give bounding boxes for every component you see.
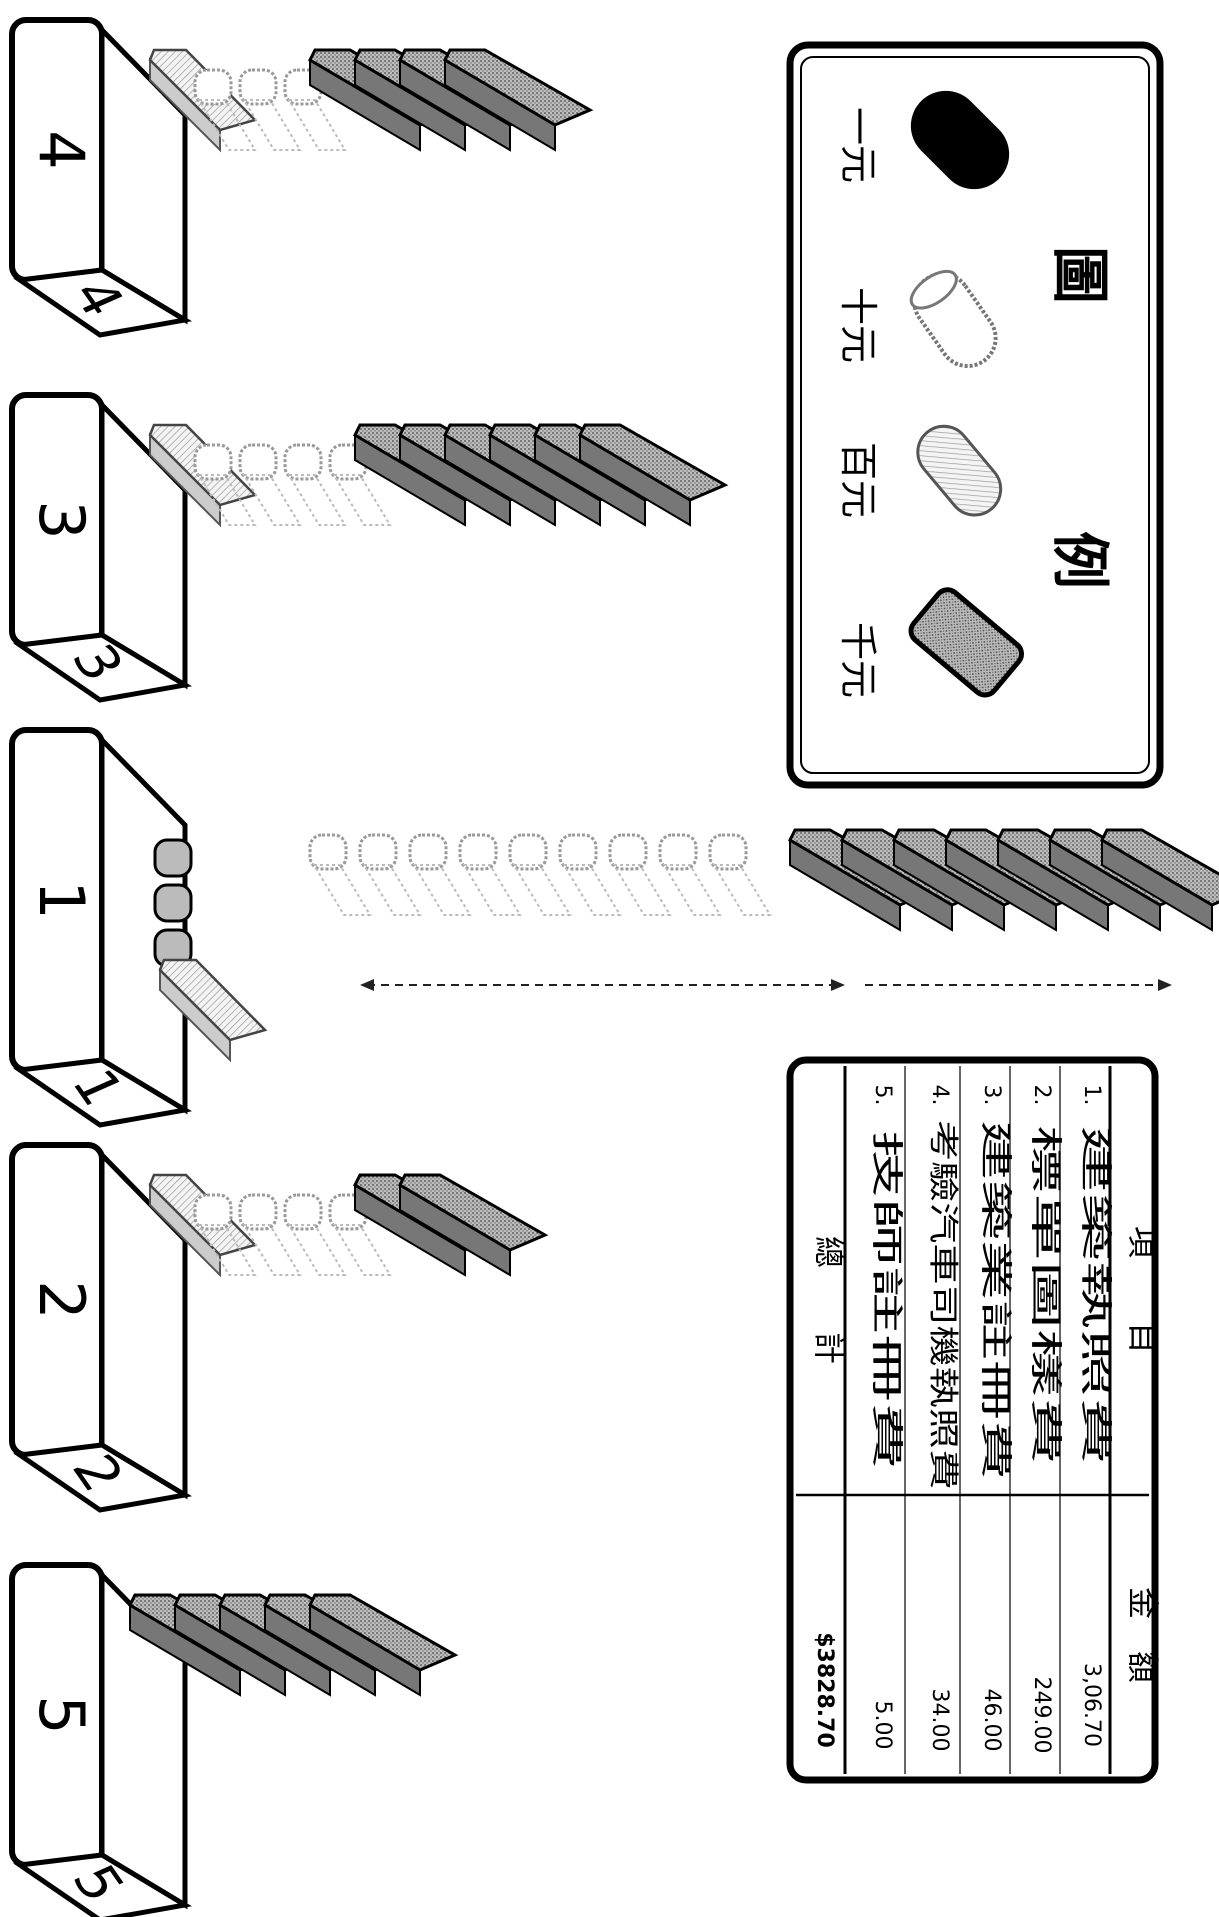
row-item: 考驗汽車司機執照費	[925, 1120, 960, 1490]
expense-table: 項 目 金 額 1. 建築執照費 3,06.70 2. 標單圖樣費 249.00…	[790, 1060, 1162, 1780]
block-label: 4	[25, 130, 98, 169]
legend-label-bai-yuan: 百元	[836, 442, 880, 518]
coin-one-yuan	[155, 885, 191, 921]
legend-title-char-1: 圖	[1046, 246, 1114, 304]
row-number: 5.	[870, 1085, 895, 1106]
legend-label-yi-yuan: 一元	[836, 107, 880, 183]
table-total-amount: $3828.70	[812, 1632, 837, 1748]
total-coin-row	[310, 830, 1219, 991]
dimension-arrow-left	[360, 979, 845, 991]
coin-stack	[150, 425, 725, 525]
table-header-item: 項 目	[1124, 1226, 1162, 1354]
legend-title-char-2: 例	[1046, 531, 1114, 589]
coin-stacks	[130, 50, 725, 1695]
row-number: 2.	[1029, 1085, 1054, 1106]
block-label: 2	[25, 1280, 98, 1319]
coin-stack	[150, 1175, 545, 1275]
row-amount: 5.00	[870, 1701, 895, 1750]
block-label: 5	[25, 1695, 98, 1734]
block-label: 1	[25, 880, 98, 919]
row-item: 建築執照費	[1077, 1125, 1115, 1465]
coin-one-yuan	[155, 840, 191, 876]
row-number: 1.	[1079, 1085, 1104, 1106]
row-amount: 3,06.70	[1079, 1663, 1104, 1747]
coin-stack	[150, 50, 590, 150]
table-total-label: 總 計	[810, 1236, 848, 1364]
table-header-amount: 金 額	[1124, 1587, 1162, 1683]
legend-label-shi-yuan: 十元	[836, 287, 880, 363]
row-item: 技師註冊費	[868, 1130, 906, 1470]
row-number: 4.	[927, 1085, 952, 1106]
row-item: 標單圖樣費	[1027, 1125, 1065, 1465]
legend-label-qian-yuan: 千元	[836, 622, 880, 698]
row-number: 3.	[979, 1085, 1004, 1106]
row-amount: 34.00	[927, 1689, 952, 1752]
dimension-arrow-right	[865, 979, 1172, 991]
legend-panel: 圖 例 一元 十元 百元 千元	[790, 45, 1160, 785]
number-block: 11	[12, 730, 185, 1125]
row-item: 建築業註冊費	[977, 1120, 1015, 1480]
row-amount: 46.00	[979, 1689, 1004, 1752]
row-amount: 249.00	[1029, 1677, 1054, 1754]
coin-ten-yuan	[710, 835, 770, 915]
block-label: 3	[25, 500, 98, 539]
